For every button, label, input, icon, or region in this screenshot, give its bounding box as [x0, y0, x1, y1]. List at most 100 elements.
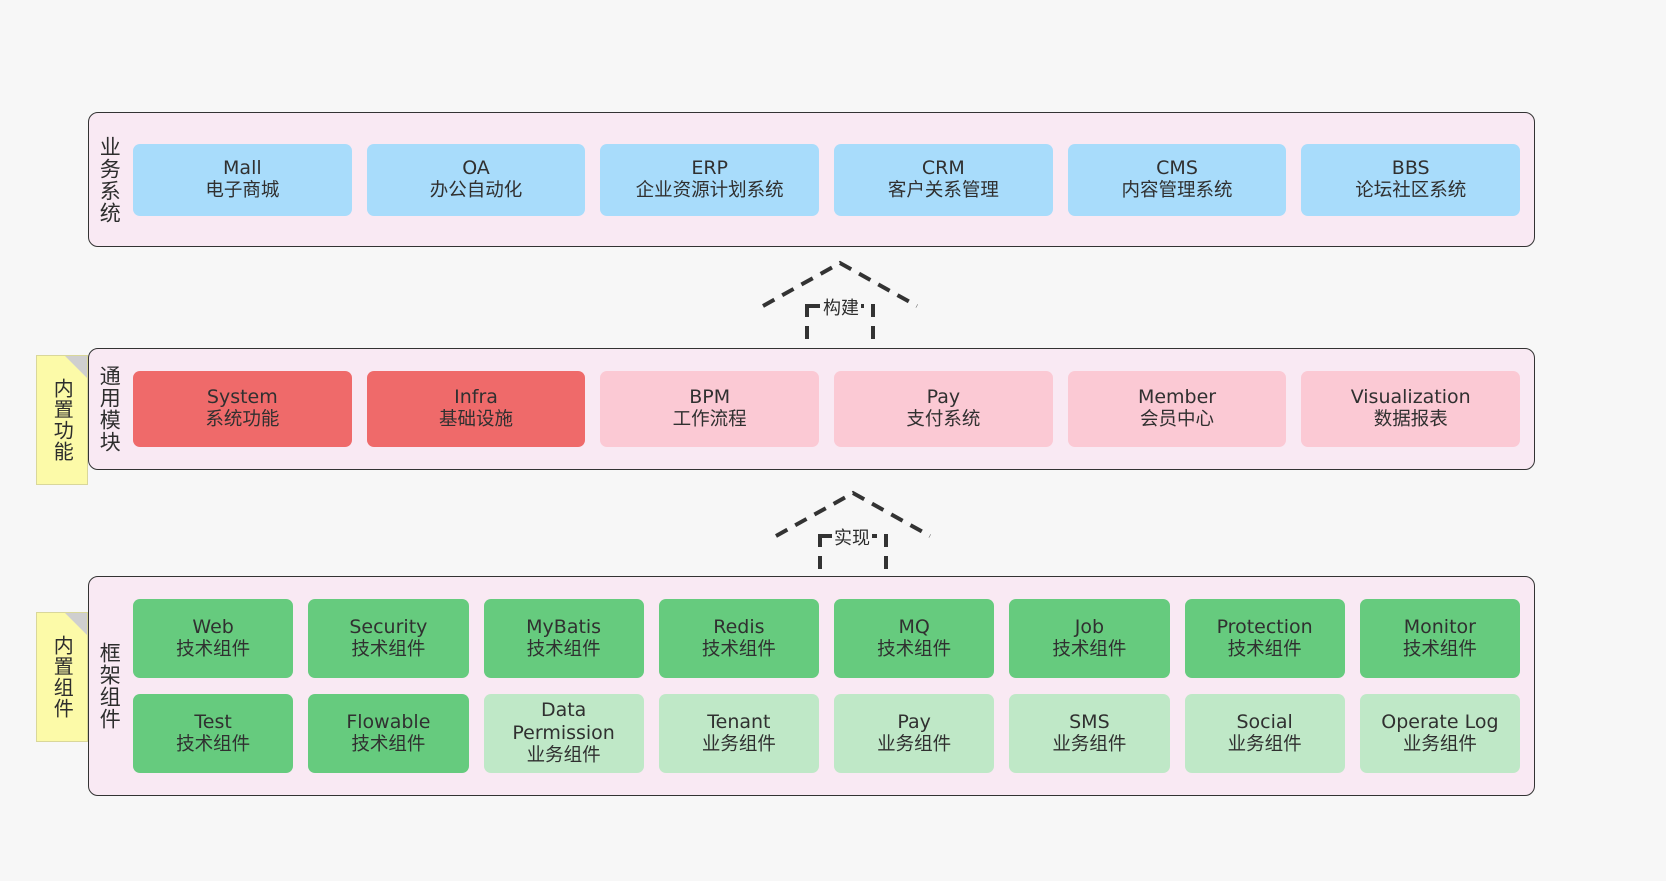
- layer-title-modules: 通用模块: [97, 365, 122, 453]
- card-bbs-en: BBS: [1391, 156, 1430, 179]
- card-bbs-cn: 论坛社区系统: [1355, 179, 1467, 201]
- card-web[interactable]: Web 技术组件: [133, 599, 294, 678]
- card-cms-cn: 内容管理系统: [1121, 179, 1233, 201]
- card-oa-en: OA: [462, 156, 490, 179]
- card-web-en: Web: [192, 615, 234, 638]
- card-data-permission[interactable]: Data Permission 业务组件: [483, 694, 644, 773]
- layer-body-business: Mall 电子商城 OA 办公自动化 ERP 企业资源计划系统 CRM 客户关系…: [129, 113, 1534, 246]
- card-social[interactable]: Social 业务组件: [1184, 694, 1345, 773]
- card-data-permission-en: Data Permission: [512, 699, 615, 745]
- card-bpm-en: BPM: [689, 386, 731, 409]
- note-builtin-function-label: 内置功能: [50, 378, 75, 462]
- card-mall-cn: 电子商城: [205, 179, 280, 201]
- business-card-row: Mall 电子商城 OA 办公自动化 ERP 企业资源计划系统 CRM 客户关系…: [133, 143, 1521, 216]
- framework-card-row-2: Test 技术组件 Flowable 技术组件 Data Permission …: [133, 694, 1520, 773]
- card-job[interactable]: Job 技术组件: [1009, 599, 1170, 678]
- card-protection-cn: 技术组件: [1227, 638, 1302, 660]
- card-system[interactable]: System 系统功能: [133, 371, 352, 447]
- card-redis[interactable]: Redis 技术组件: [658, 599, 819, 678]
- card-oa-cn: 办公自动化: [429, 179, 523, 201]
- card-protection[interactable]: Protection 技术组件: [1184, 599, 1345, 678]
- card-bbs[interactable]: BBS 论坛社区系统: [1301, 143, 1521, 216]
- build-arrow-head: [762, 260, 918, 308]
- card-visualization[interactable]: Visualization 数据报表: [1301, 371, 1521, 447]
- note-builtin-component: 内置组件: [36, 612, 88, 742]
- card-flowable-en: Flowable: [346, 710, 431, 733]
- card-mall[interactable]: Mall 电子商城: [133, 143, 352, 216]
- connector-implement: 实现: [768, 488, 938, 588]
- layer-title-framework: 框架组件: [97, 642, 122, 730]
- card-flowable-cn: 技术组件: [351, 733, 426, 755]
- card-mq[interactable]: MQ 技术组件: [834, 599, 995, 678]
- layer-business-systems: 业务系统 Mall 电子商城 OA 办公自动化 ERP 企业资源计划系统 CRM…: [88, 112, 1535, 247]
- card-monitor[interactable]: Monitor 技术组件: [1359, 599, 1520, 678]
- layer-body-modules: System 系统功能 Infra 基础设施 BPM 工作流程 Pay 支付系统…: [129, 349, 1534, 469]
- card-pay-module-en: Pay: [926, 386, 961, 409]
- card-bpm-cn: 工作流程: [672, 409, 747, 431]
- card-erp-en: ERP: [691, 156, 729, 179]
- implement-arrow-head: [775, 490, 931, 538]
- card-cms[interactable]: CMS 内容管理系统: [1067, 143, 1287, 216]
- card-infra-cn: 基础设施: [439, 409, 514, 431]
- connector-build: 构建: [755, 258, 925, 358]
- card-member[interactable]: Member 会员中心: [1067, 371, 1287, 447]
- card-operate-log-cn: 业务组件: [1402, 733, 1477, 755]
- card-sms-cn: 业务组件: [1052, 733, 1127, 755]
- card-social-en: Social: [1236, 710, 1293, 733]
- card-system-cn: 系统功能: [205, 409, 280, 431]
- card-member-cn: 会员中心: [1140, 409, 1215, 431]
- framework-card-row-1: Web 技术组件 Security 技术组件 MyBatis 技术组件 Redi…: [133, 599, 1520, 678]
- card-web-cn: 技术组件: [176, 638, 251, 660]
- card-mq-cn: 技术组件: [877, 638, 952, 660]
- card-pay-module[interactable]: Pay 支付系统: [834, 371, 1053, 447]
- card-redis-cn: 技术组件: [701, 638, 776, 660]
- modules-card-row: System 系统功能 Infra 基础设施 BPM 工作流程 Pay 支付系统…: [133, 371, 1521, 447]
- card-job-cn: 技术组件: [1052, 638, 1127, 660]
- card-infra[interactable]: Infra 基础设施: [366, 371, 586, 447]
- layer-common-modules: 通用模块 System 系统功能 Infra 基础设施 BPM 工作流程 Pay…: [88, 348, 1535, 470]
- card-test[interactable]: Test 技术组件: [133, 694, 294, 773]
- card-mq-en: MQ: [898, 615, 930, 638]
- connector-build-label: 构建: [821, 294, 861, 320]
- card-cms-en: CMS: [1156, 156, 1198, 179]
- card-tenant-cn: 业务组件: [701, 733, 776, 755]
- card-monitor-cn: 技术组件: [1402, 638, 1477, 660]
- card-mybatis[interactable]: MyBatis 技术组件: [483, 599, 644, 678]
- card-sms-en: SMS: [1069, 710, 1110, 733]
- card-test-cn: 技术组件: [176, 733, 251, 755]
- card-test-en: Test: [194, 710, 232, 733]
- card-monitor-en: Monitor: [1403, 615, 1476, 638]
- note-builtin-function: 内置功能: [36, 355, 88, 485]
- card-crm-cn: 客户关系管理: [887, 179, 999, 201]
- card-pay-component-en: Pay: [897, 710, 931, 733]
- card-sms[interactable]: SMS 业务组件: [1009, 694, 1170, 773]
- card-tenant[interactable]: Tenant 业务组件: [658, 694, 819, 773]
- card-crm[interactable]: CRM 客户关系管理: [834, 143, 1053, 216]
- card-erp-cn: 企业资源计划系统: [635, 179, 784, 201]
- card-erp[interactable]: ERP 企业资源计划系统: [600, 143, 820, 216]
- layer-body-framework: Web 技术组件 Security 技术组件 MyBatis 技术组件 Redi…: [129, 577, 1534, 795]
- card-tenant-en: Tenant: [707, 710, 771, 733]
- card-operate-log[interactable]: Operate Log 业务组件: [1359, 694, 1520, 773]
- card-flowable[interactable]: Flowable 技术组件: [308, 694, 469, 773]
- card-protection-en: Protection: [1216, 615, 1313, 638]
- card-security[interactable]: Security 技术组件: [308, 599, 469, 678]
- layer-framework-components: 框架组件 Web 技术组件 Security 技术组件 MyBatis 技术组件…: [88, 576, 1535, 796]
- card-mall-en: Mall: [223, 156, 262, 179]
- connector-implement-label: 实现: [832, 524, 872, 550]
- card-bpm[interactable]: BPM 工作流程: [600, 371, 820, 447]
- card-system-en: System: [206, 386, 278, 409]
- card-pay-component-cn: 业务组件: [877, 733, 952, 755]
- card-security-cn: 技术组件: [351, 638, 426, 660]
- card-job-en: Job: [1074, 615, 1105, 638]
- card-infra-en: Infra: [454, 386, 498, 409]
- card-member-en: Member: [1137, 386, 1217, 409]
- card-pay-module-cn: 支付系统: [906, 409, 981, 431]
- card-mybatis-en: MyBatis: [526, 615, 602, 638]
- card-crm-en: CRM: [921, 156, 965, 179]
- card-visualization-cn: 数据报表: [1373, 409, 1448, 431]
- card-pay-component[interactable]: Pay 业务组件: [834, 694, 995, 773]
- card-oa[interactable]: OA 办公自动化: [366, 143, 586, 216]
- card-operate-log-en: Operate Log: [1381, 710, 1499, 733]
